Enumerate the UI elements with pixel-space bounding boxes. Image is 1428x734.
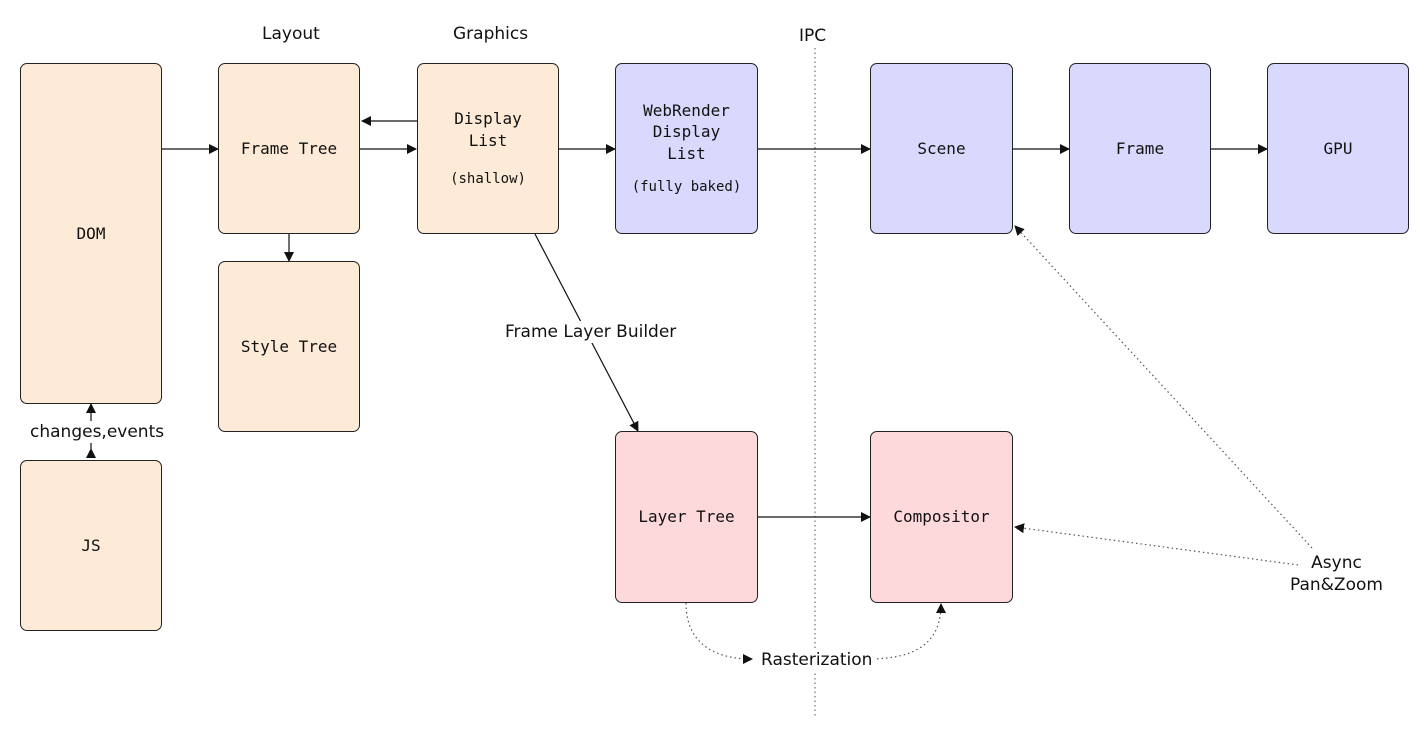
header-ipc: IPC	[799, 26, 827, 46]
dom-label: DOM	[76, 223, 106, 243]
arrow-async-to-compositor	[1014, 523, 1299, 566]
display-list-sublabel: (shallow)	[450, 170, 526, 187]
style-tree-label: Style Tree	[240, 336, 338, 356]
webrender-display-list-box: WebRender Display List (fully baked)	[615, 63, 758, 234]
arrow-rasterization-to-compositor	[867, 603, 946, 660]
webrender-display-list-label: WebRender Display List	[643, 100, 730, 163]
header-graphics: Graphics	[453, 24, 529, 44]
gpu-label: GPU	[1323, 138, 1353, 158]
changes-events-label: changes,events	[28, 421, 167, 444]
frame-tree-box: Frame Tree	[218, 63, 360, 234]
layer-tree-box: Layer Tree	[615, 431, 758, 603]
js-label: JS	[81, 535, 101, 555]
rasterization-label: Rasterization	[759, 649, 875, 672]
arrow-layer-tree-to-rasterization	[685, 602, 753, 664]
frame-tree-label: Frame Tree	[240, 138, 338, 158]
arrow-async-to-scene	[1014, 225, 1313, 549]
js-box: JS	[20, 460, 162, 631]
header-layout: Layout	[262, 24, 320, 44]
frame-layer-builder-label: Frame Layer Builder	[503, 321, 679, 344]
scene-box: Scene	[870, 63, 1013, 234]
webrender-display-list-sublabel: (fully baked)	[631, 179, 742, 196]
compositor-box: Compositor	[870, 431, 1013, 603]
layer-tree-label: Layer Tree	[638, 507, 735, 527]
async-pan-zoom-label: Async Pan&Zoom	[1290, 553, 1383, 596]
display-list-box: Display List (shallow)	[417, 63, 559, 234]
compositor-label: Compositor	[893, 507, 990, 527]
style-tree-box: Style Tree	[218, 261, 360, 432]
scene-label: Scene	[917, 138, 966, 158]
frame-box: Frame	[1069, 63, 1211, 234]
display-list-label: Display List	[454, 109, 522, 151]
dom-box: DOM	[20, 63, 162, 404]
frame-label: Frame	[1115, 138, 1165, 158]
gpu-box: GPU	[1267, 63, 1409, 234]
